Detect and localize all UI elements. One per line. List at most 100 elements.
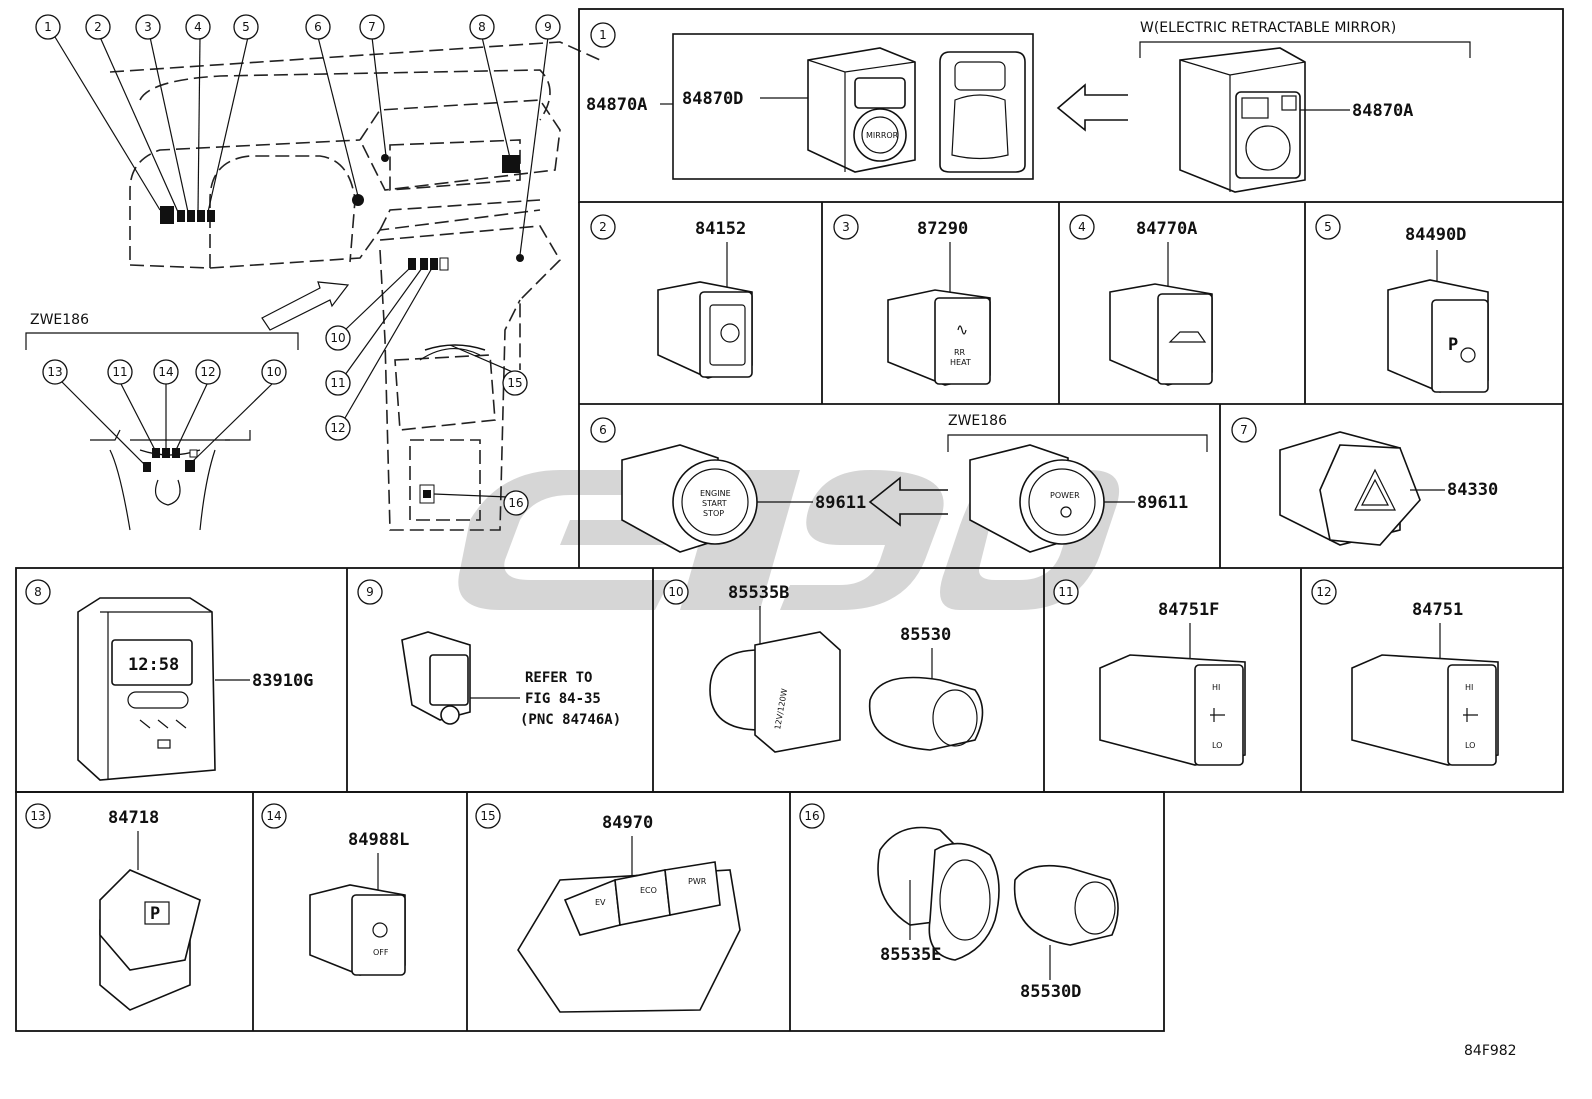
callout-label: 15	[480, 809, 495, 823]
refer-note-3: (PNC 84746A)	[520, 712, 621, 728]
refer-note-2: FIG 84-35	[525, 691, 601, 707]
refer-note-1: REFER TO	[525, 670, 592, 686]
panel-callout-1: 1	[590, 22, 616, 48]
part-89611-left: 89611	[815, 493, 866, 513]
stop-label: STOP	[703, 509, 724, 518]
panel-callout-5: 5	[1315, 214, 1341, 240]
panel-14: 14 84988L OFF	[261, 803, 409, 976]
callout-10: 10	[325, 325, 351, 351]
callout-8: 8	[469, 14, 495, 40]
callout-label: 9	[366, 585, 374, 599]
panel-callout-3: 3	[833, 214, 859, 240]
inset-zwe186: ZWE186 13 11 14 12 10	[25, 312, 299, 531]
panel-6-title: ZWE186	[948, 413, 1007, 429]
callout-label: 16	[508, 496, 523, 510]
panel-grid	[15, 8, 1564, 1032]
part-85535E: 85535E	[880, 945, 941, 965]
callout-label: 5	[1324, 220, 1332, 234]
ev-label: EV	[595, 898, 606, 907]
heat-label: HEAT	[950, 358, 971, 367]
callout-label: 5	[242, 20, 250, 34]
hi-label: HI	[1465, 683, 1473, 692]
part-84490D: 84490D	[1405, 225, 1466, 245]
panel-6: 6 ZWE186 ENGINE START STOP 89611 POWER 8…	[590, 413, 1208, 553]
part-89611-right: 89611	[1137, 493, 1188, 513]
panel-5: 5 84490D P	[1315, 214, 1489, 393]
panel-callout-9: 9	[357, 579, 383, 605]
callout-label: 11	[1058, 585, 1073, 599]
callout-label: 1	[44, 20, 52, 34]
callout-label: 11	[112, 365, 127, 379]
callout-1: 1	[35, 14, 61, 40]
start-label: START	[702, 499, 727, 508]
callout-label: 16	[804, 809, 819, 823]
part-84751F: 84751F	[1158, 600, 1219, 620]
panel-1-title: W(ELECTRIC RETRACTABLE MIRROR)	[1140, 20, 1396, 36]
callout-label: 2	[599, 220, 607, 234]
callout-label: 13	[30, 809, 45, 823]
callout-label: 12	[330, 421, 345, 435]
callout-11: 11	[325, 370, 351, 396]
panel-callout-14: 14	[261, 803, 287, 829]
panel-9: 9 REFER TO FIG 84-35 (PNC 84746A)	[357, 579, 621, 728]
callout-label: 10	[668, 585, 683, 599]
callout-6: 6	[305, 14, 331, 40]
rr-heat-label: RR	[954, 348, 966, 357]
inset-callout-10: 10	[261, 359, 287, 385]
callout-label: 14	[158, 365, 173, 379]
panel-callout-10: 10	[663, 579, 689, 605]
callout-label: 2	[94, 20, 102, 34]
panel-callout-7: 7	[1231, 417, 1257, 443]
callout-label: 7	[368, 20, 376, 34]
part-84330: 84330	[1447, 480, 1498, 500]
panel-3: 3 87290 RR HEAT	[833, 214, 991, 386]
callout-label: 6	[314, 20, 322, 34]
part-84770A: 84770A	[1136, 219, 1197, 239]
part-85530D: 85530D	[1020, 982, 1081, 1002]
part-87290: 87290	[917, 219, 968, 239]
part-84870D: 84870D	[682, 89, 743, 109]
panel-callout-4: 4	[1069, 214, 1095, 240]
overview-callouts: 1 2 3 4 5 6 7 8 9 10 11 12 15 16	[35, 14, 561, 516]
part-84870A-right: 84870A	[1352, 101, 1413, 121]
lo-label: LO	[1465, 741, 1475, 750]
callout-7: 7	[359, 14, 385, 40]
panel-callout-16: 16	[799, 803, 825, 829]
engine-label: ENGINE	[700, 489, 731, 498]
park-label: P	[150, 904, 160, 924]
inset-callout-13: 13	[42, 359, 68, 385]
part-84152: 84152	[695, 219, 746, 239]
callout-label: 11	[330, 376, 345, 390]
inset-callout-14: 14	[153, 359, 179, 385]
callout-label: 4	[1078, 220, 1086, 234]
callout-label: 15	[507, 376, 522, 390]
panel-4: 4 84770A	[1069, 214, 1213, 386]
callout-label: 3	[144, 20, 152, 34]
callout-label: 8	[34, 585, 42, 599]
part-84970: 84970	[602, 813, 653, 833]
panel-13: 13 84718 P	[25, 803, 201, 1011]
panel-callout-13: 13	[25, 803, 51, 829]
part-84870A-left: 84870A	[586, 95, 647, 115]
panel-7: 7 84330	[1231, 417, 1498, 546]
callout-label: 12	[200, 365, 215, 379]
callout-label: 14	[266, 809, 281, 823]
callout-label: 4	[194, 20, 202, 34]
mirror-label: MIRROR	[866, 131, 899, 140]
panel-15: 15 84970 EV ECO PWR	[475, 803, 741, 1013]
callout-15: 15	[502, 370, 528, 396]
panel-1: 1 W(ELECTRIC RETRACTABLE MIRROR) MIRROR …	[586, 20, 1471, 193]
lo-label: LO	[1212, 741, 1222, 750]
callout-label: 1	[599, 28, 607, 42]
callout-4: 4	[185, 14, 211, 40]
callout-label: 3	[842, 220, 850, 234]
pwr-label: PWR	[688, 877, 707, 886]
part-85530: 85530	[900, 625, 951, 645]
callout-5: 5	[233, 14, 259, 40]
panel-callout-6: 6	[590, 417, 616, 443]
callout-label: 10	[266, 365, 281, 379]
panel-callout-11: 11	[1053, 579, 1079, 605]
inset-label: ZWE186	[30, 312, 89, 328]
callout-label: 6	[599, 423, 607, 437]
